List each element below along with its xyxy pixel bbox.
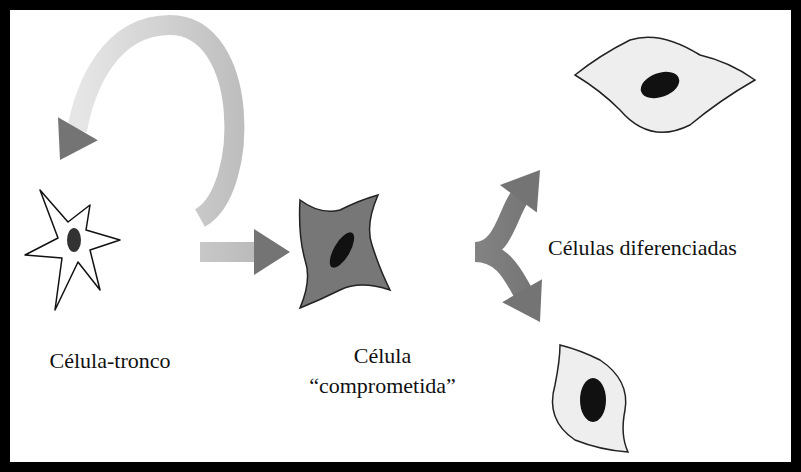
arrow-shaft xyxy=(77,25,234,218)
cell-label: Célula-tronco xyxy=(50,346,171,376)
differentiated-cell xyxy=(553,345,629,452)
committed-cell xyxy=(300,195,390,308)
arrow-head xyxy=(58,117,98,160)
arrow-head xyxy=(502,279,542,322)
cell-node: Célula-tronco xyxy=(20,160,200,380)
arrow-connector xyxy=(200,229,290,275)
arrow-head xyxy=(500,170,540,213)
cell-node: Células diferenciadas xyxy=(540,40,785,455)
arrow-connector xyxy=(58,25,234,218)
cell-node: Célula “comprometida” xyxy=(290,190,475,405)
cell-label: Células diferenciadas xyxy=(548,233,737,263)
differentiated-cell xyxy=(575,37,755,132)
arrow-shaft xyxy=(475,252,523,293)
stem-cell xyxy=(25,190,120,310)
arrow-connector xyxy=(475,170,542,322)
cell-label: Célula “comprometida” xyxy=(303,341,463,401)
arrow-head xyxy=(254,229,290,275)
arrow-shaft xyxy=(200,242,256,262)
